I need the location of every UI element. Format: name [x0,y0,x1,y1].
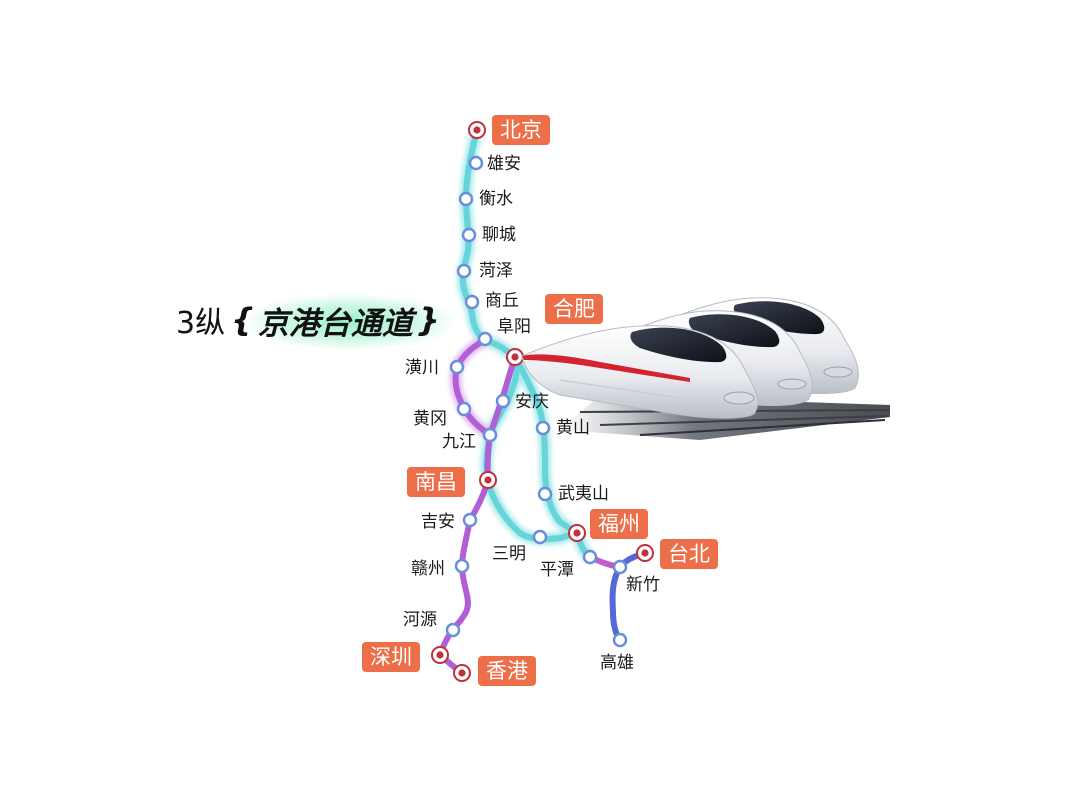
station-dot-gaoxiong [612,632,628,648]
station-dot-shangqiu [464,294,480,310]
city-label-nanchang: 南昌 [407,467,465,497]
major-marker-shenzhen [431,646,449,664]
title-brace-open: { [231,301,254,339]
station-dot-sanming [532,529,548,545]
title-main: 京港台通道 [257,305,413,342]
city-label-taipei: 台北 [660,539,718,569]
station-label-pingtan: 平潭 [540,560,574,580]
station-dot-jiujiang [482,427,498,443]
title-brace-close: } [416,301,440,339]
city-label-beijing: 北京 [492,115,550,145]
title-prefix: 3纵 [176,306,226,341]
map-title: 3纵 { 京港台通道 } [176,290,440,350]
station-dot-xiongan [468,155,484,171]
station-label-huanggang: 黄冈 [413,409,447,429]
station-label-xiongan: 雄安 [487,154,521,174]
major-city-markers [431,121,654,682]
station-label-huangchuan: 潢川 [405,358,439,378]
major-marker-taipei [636,544,654,562]
city-label-hongkong: 香港 [478,656,536,686]
station-label-gaoxiong: 高雄 [600,653,634,673]
station-label-heze: 菏泽 [479,261,513,281]
major-marker-hefei [506,348,524,366]
station-dot-heyuan [445,622,461,638]
major-marker-nanchang [479,471,497,489]
city-label-shenzhen: 深圳 [362,642,420,672]
station-dot-hengshui [458,191,474,207]
station-dot-xinzhu [612,559,628,575]
station-dot-liaocheng [461,227,477,243]
major-marker-fuzhou [568,524,586,542]
station-dot-huangchuan [449,359,465,375]
station-label-wuyishan: 武夷山 [558,484,609,504]
station-dots [445,155,628,648]
station-label-sanming: 三明 [492,544,526,564]
station-label-ganzhou: 赣州 [411,559,445,579]
station-dot-fuyang [477,331,493,347]
station-label-hengshui: 衡水 [479,189,513,209]
station-label-shangqiu: 商丘 [485,291,519,311]
station-dot-pingtan [582,549,598,565]
station-label-huangshan: 黄山 [556,418,590,438]
major-marker-beijing [468,121,486,139]
route-taiwan [609,550,648,643]
station-dot-heze [456,263,472,279]
station-label-xinzhu: 新竹 [626,575,660,595]
route-purple-west [452,337,493,438]
station-label-anqing: 安庆 [515,392,549,412]
major-marker-hongkong [453,664,471,682]
station-dot-huanggang [456,401,472,417]
station-dot-anqing [495,393,511,409]
train-front [521,325,759,419]
station-label-fuyang: 阜阳 [497,317,531,337]
high-speed-train-illustration [521,297,891,440]
station-label-heyuan: 河源 [403,610,437,630]
station-dot-ganzhou [454,558,470,574]
station-label-jian: 吉安 [421,512,455,532]
station-dot-jian [462,512,478,528]
station-dot-huangshan [535,420,551,436]
title-highlight [244,294,456,350]
city-label-hefei: 合肥 [545,294,603,324]
station-label-liaocheng: 聊城 [482,225,516,245]
station-label-jiujiang: 九江 [442,432,476,452]
route-huangshan-branch [512,354,593,560]
station-dot-wuyishan [537,486,553,502]
city-label-fuzhou: 福州 [590,509,648,539]
